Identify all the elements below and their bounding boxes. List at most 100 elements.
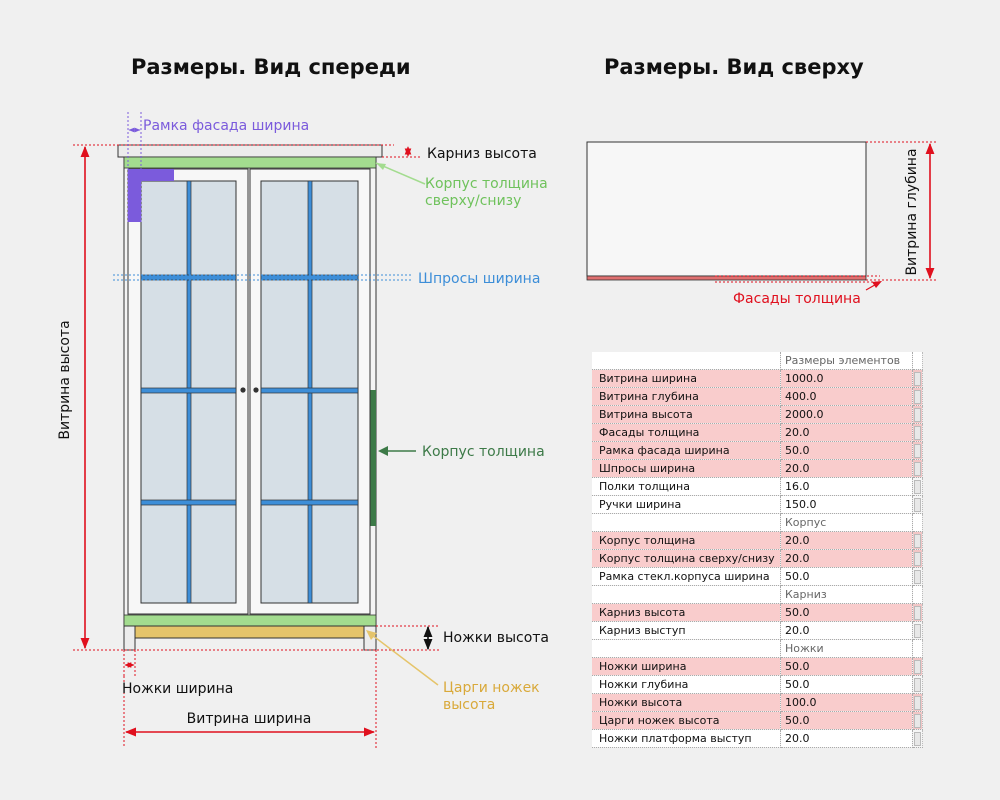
front-labels: Рамка фасада ширина Карниз высота Корпус… [57, 118, 549, 727]
value-spinner[interactable] [912, 405, 923, 424]
param-value[interactable]: 20.0 [780, 423, 913, 442]
label-cornice-height: Карниз высота [427, 146, 537, 162]
param-value[interactable]: 20.0 [780, 621, 913, 640]
param-value[interactable]: 50.0 [780, 675, 913, 694]
spinner-icon[interactable] [914, 551, 921, 566]
value-spinner[interactable] [912, 549, 923, 568]
param-name: Рамка фасада ширина [592, 441, 781, 460]
spinner-icon[interactable] [914, 443, 921, 458]
spinner-icon[interactable] [914, 713, 921, 728]
param-value[interactable]: 400.0 [780, 387, 913, 406]
value-spinner[interactable] [912, 495, 923, 514]
handle-right [253, 387, 259, 393]
spinner-icon[interactable] [914, 623, 921, 638]
value-spinner[interactable] [912, 531, 923, 550]
section-title: Карниз [780, 585, 913, 604]
param-value[interactable]: 150.0 [780, 495, 913, 514]
param-value[interactable]: 1000.0 [780, 369, 913, 388]
param-name: Шпросы ширина [592, 459, 781, 478]
spinner-icon[interactable] [914, 605, 921, 620]
value-spinner[interactable] [912, 459, 923, 478]
value-spinner[interactable] [912, 711, 923, 730]
section-title: Корпус [780, 513, 913, 532]
spinner-icon[interactable] [914, 659, 921, 674]
param-value[interactable]: 50.0 [780, 711, 913, 730]
label-frame-width: Рамка фасада ширина [143, 118, 309, 134]
param-value[interactable]: 50.0 [780, 441, 913, 460]
spinner-icon[interactable] [914, 533, 921, 548]
spinner-icon[interactable] [914, 425, 921, 440]
param-name: Полки толщина [592, 477, 781, 496]
param-name: Корпус толщина [592, 531, 781, 550]
spinner-icon[interactable] [914, 731, 921, 746]
param-name: Витрина ширина [592, 369, 781, 388]
spinner-icon[interactable] [914, 497, 921, 512]
apron-height-leader [367, 631, 439, 686]
param-value[interactable]: 2000.0 [780, 405, 913, 424]
section-spacer [592, 513, 781, 532]
param-value[interactable]: 50.0 [780, 603, 913, 622]
front-dimensions [73, 112, 440, 748]
spinner-icon[interactable] [914, 677, 921, 692]
body-side-highlight [370, 390, 376, 526]
spinner-icon[interactable] [914, 461, 921, 476]
spinner-icon[interactable] [914, 371, 921, 386]
mullions [140, 180, 359, 604]
param-value[interactable]: 50.0 [780, 567, 913, 586]
value-spinner[interactable] [912, 675, 923, 694]
label-cabinet-depth: Витрина глубина [904, 148, 920, 275]
value-spinner[interactable] [912, 369, 923, 388]
param-value[interactable]: 20.0 [780, 549, 913, 568]
param-name: Витрина высота [592, 405, 781, 424]
param-name: Рамка стекл.корпуса ширина [592, 567, 781, 586]
label-legs-height: Ножки высота [443, 630, 549, 646]
param-name: Ножки высота [592, 693, 781, 712]
param-name: Ручки ширина [592, 495, 781, 514]
cabinet-front [117, 144, 383, 651]
spinner-icon[interactable] [914, 407, 921, 422]
param-value[interactable]: 20.0 [780, 459, 913, 478]
handle-left [240, 387, 246, 393]
value-spinner[interactable] [912, 387, 923, 406]
section-title: Размеры элементов [780, 352, 913, 370]
cornice [117, 144, 383, 158]
top-view-facade [586, 275, 867, 281]
section-spacer [592, 585, 781, 604]
spinner-icon[interactable] [914, 479, 921, 494]
param-name: Витрина глубина [592, 387, 781, 406]
value-spinner[interactable] [912, 477, 923, 496]
spinner-icon[interactable] [914, 695, 921, 710]
value-spinner[interactable] [912, 621, 923, 640]
value-spinner[interactable] [912, 423, 923, 442]
value-spinner[interactable] [912, 441, 923, 460]
value-spinner[interactable] [912, 693, 923, 712]
section-spacer [592, 352, 781, 370]
param-value[interactable]: 20.0 [780, 729, 913, 748]
value-spinner[interactable] [912, 657, 923, 676]
table-section-header: Ножки [592, 639, 923, 658]
cabinet-top-view: Витрина глубина Фасады толщина [586, 141, 938, 307]
leg-left [123, 625, 136, 651]
param-value[interactable]: 20.0 [780, 531, 913, 550]
value-spinner[interactable] [912, 729, 923, 748]
param-value[interactable]: 100.0 [780, 693, 913, 712]
param-value[interactable]: 50.0 [780, 657, 913, 676]
spinner-icon[interactable] [914, 389, 921, 404]
param-value[interactable]: 16.0 [780, 477, 913, 496]
value-spinner[interactable] [912, 603, 923, 622]
top-view-body [586, 141, 867, 277]
label-cabinet-height: Витрина высота [57, 320, 73, 439]
value-spinner[interactable] [912, 567, 923, 586]
spinner-icon[interactable] [914, 569, 921, 584]
